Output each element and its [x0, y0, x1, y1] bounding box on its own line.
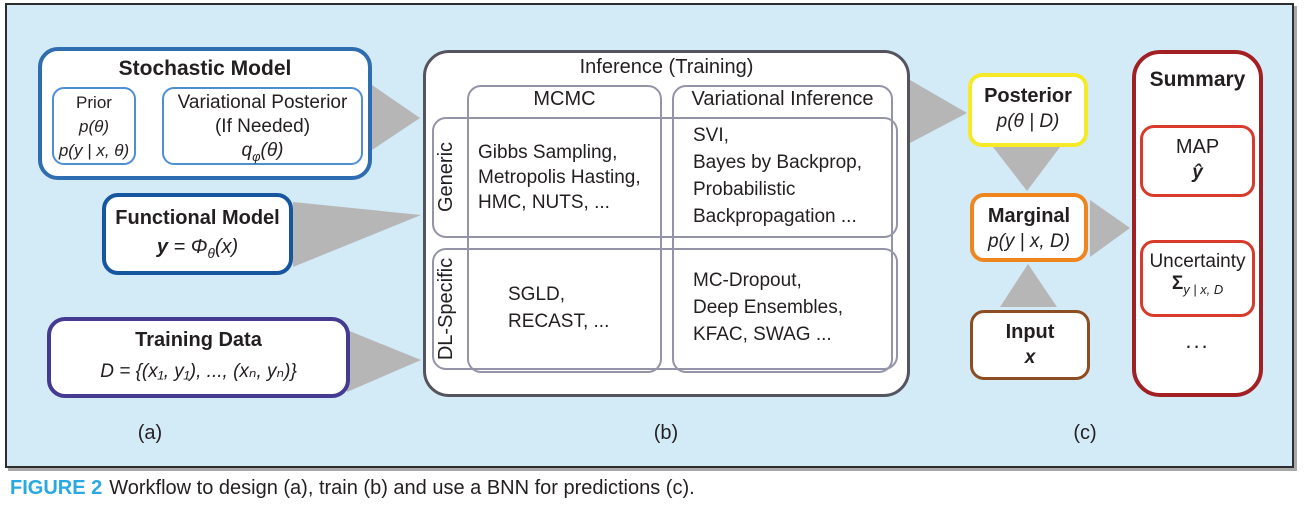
cell-line: KFAC, SWAG ... — [693, 324, 832, 345]
inference-title: Inference (Training) — [579, 56, 754, 78]
cell-dl-mcmc: SGLD, RECAST, ... — [508, 281, 609, 335]
variational-inference-column-header: Variational Inference — [691, 88, 874, 110]
uncertainty-formula-base: Σ — [1171, 273, 1184, 294]
cell-line: Bayes by Backprop, — [693, 152, 862, 173]
uncertainty-formula-sub: y | x, D — [1183, 281, 1224, 297]
functional-model-title: Functional Model — [115, 207, 280, 229]
vp-formula-base: q — [241, 140, 253, 161]
sublabel-c: (c) — [1073, 422, 1097, 444]
marginal-box: Marginal p(y | x, D) — [970, 193, 1088, 262]
summary-box: Summary — [1132, 50, 1263, 397]
sublabel-a: (a) — [137, 422, 163, 444]
marginal-formula: p(y | x, D) — [988, 231, 1070, 252]
dl-specific-row-box — [432, 248, 898, 370]
variational-posterior-formula: qφ(θ) — [164, 139, 361, 169]
figure-caption-label: FIGURE 2 — [10, 477, 103, 499]
marginal-title: Marginal — [987, 205, 1071, 227]
sublabel-b: (b) — [653, 422, 679, 444]
generic-row-box — [432, 117, 898, 238]
cell-line: Metropolis Hasting, — [478, 167, 641, 188]
cell-line: SGLD, — [508, 284, 566, 305]
training-data-title: Training Data — [135, 329, 262, 351]
cell-dl-variational: MC-Dropout, Deep Ensembles, KFAC, SWAG .… — [693, 267, 843, 348]
cell-line: Gibbs Sampling, — [478, 142, 618, 163]
posterior-box: Posterior p(θ | D) — [968, 73, 1088, 147]
variational-posterior-subtitle: (If Needed) — [214, 116, 311, 137]
uncertainty-formula: Σy | x, D — [1143, 273, 1252, 297]
uncertainty-title: Uncertainty — [1149, 251, 1246, 272]
cell-line: SVI, — [693, 125, 729, 146]
functional-model-formula: y = Φθ(x) — [106, 230, 289, 261]
training-data-box: Training Data D = {(x₁, y₁), ..., (xₙ, y… — [47, 317, 350, 398]
cell-line: Backpropagation ... — [693, 206, 857, 227]
mcmc-column-box — [467, 85, 662, 373]
prior-formula-1: p(θ) — [79, 117, 109, 136]
summary-title: Summary — [1149, 68, 1246, 91]
prior-formula-2: p(y | x, θ) — [58, 141, 130, 160]
prior-box: Prior p(θ) p(y | x, θ) — [52, 87, 136, 165]
uncertainty-box: Uncertainty Σy | x, D — [1140, 240, 1255, 317]
cell-line: Deep Ensembles, — [693, 297, 843, 318]
posterior-formula: p(θ | D) — [996, 111, 1060, 132]
variational-posterior-box: Variational Posterior (If Needed) qφ(θ) — [162, 87, 363, 165]
summary-ellipsis: ... — [1185, 328, 1210, 353]
input-box: Input x — [970, 310, 1090, 380]
dl-specific-row-label: DL-Specific — [435, 257, 457, 361]
map-title: MAP — [1175, 136, 1220, 158]
figure-caption-text: Workflow to design (a), train (b) and us… — [109, 477, 695, 499]
cell-line: Probabilistic — [693, 179, 796, 200]
mcmc-column-header: MCMC — [533, 88, 596, 110]
stochastic-model-title: Stochastic Model — [118, 57, 292, 80]
map-formula: ŷ — [1192, 162, 1203, 183]
figure-caption: FIGURE 2 Workflow to design (a), train (b… — [10, 477, 695, 500]
vp-formula-rest: (θ) — [260, 140, 284, 161]
vp-formula-sub: φ — [252, 148, 261, 164]
functional-model-box: Functional Model y = Φθ(x) — [102, 193, 293, 275]
fm-formula-mid: = Φ — [167, 236, 208, 258]
posterior-title: Posterior — [984, 85, 1072, 107]
cell-line: RECAST, ... — [508, 311, 610, 332]
cell-line: MC-Dropout, — [693, 270, 802, 291]
fm-formula-rest: (x) — [214, 236, 239, 258]
variational-posterior-title: Variational Posterior — [177, 92, 348, 113]
cell-generic-variational: SVI, Bayes by Backprop, Probabilistic Ba… — [693, 122, 862, 230]
cell-generic-mcmc: Gibbs Sampling, Metropolis Hasting, HMC,… — [478, 140, 641, 215]
input-title: Input — [1005, 321, 1055, 343]
cell-line: HMC, NUTS, ... — [478, 192, 610, 213]
training-data-formula: D = {(x₁, y₁), ..., (xₙ, yₙ)} — [100, 361, 297, 382]
prior-title: Prior — [76, 93, 112, 112]
input-formula: x — [1024, 347, 1036, 368]
fm-formula-y: y — [156, 236, 168, 258]
map-box: MAP ŷ — [1140, 125, 1255, 197]
fm-formula-sub: θ — [207, 246, 215, 261]
inference-box — [423, 50, 910, 397]
